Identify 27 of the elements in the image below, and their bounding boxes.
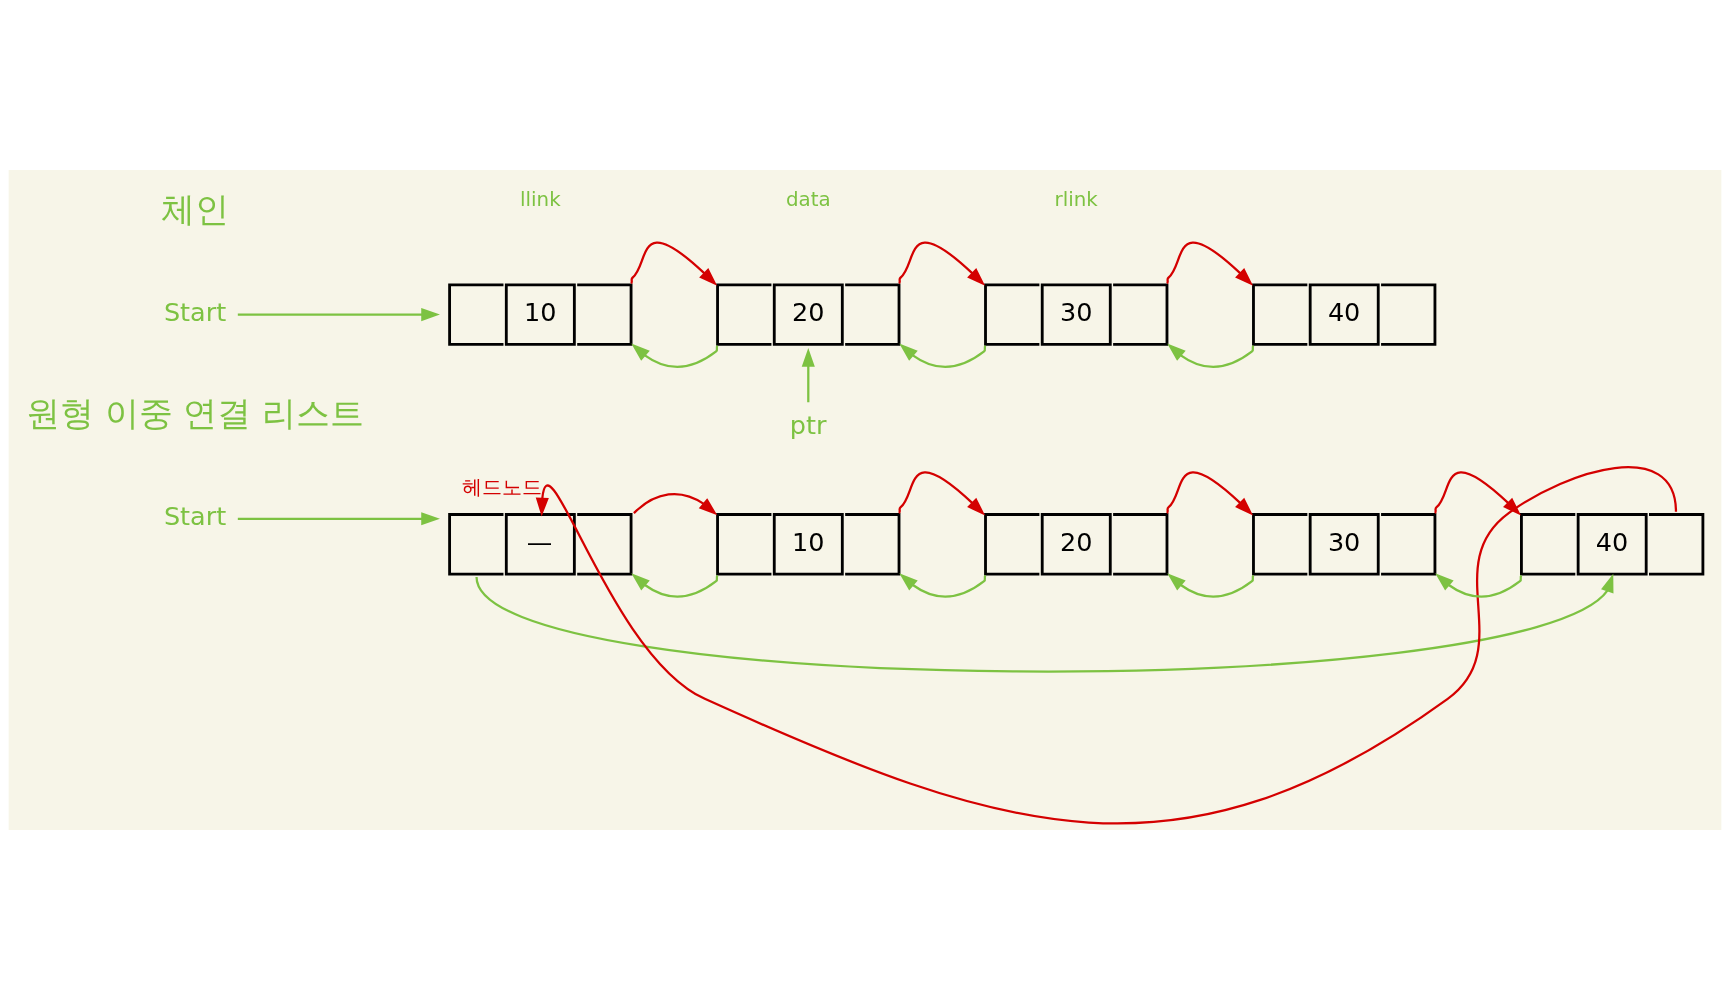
label: data [785,187,831,211]
arrow [629,241,718,286]
arrow [1165,470,1254,515]
arrow [631,572,719,598]
label: 체인 [161,188,230,229]
arrow [631,343,719,368]
arrow [1165,241,1254,286]
arrow [1435,572,1523,598]
arrow [897,470,986,515]
arrow [1167,343,1255,368]
label: rlink [1054,187,1098,211]
arrow [897,241,986,286]
label: 원형 이중 연결 리스트 [25,392,365,433]
node-text: Start [163,500,227,531]
node-label: 헤드노드 [462,475,543,499]
arrow [801,347,815,402]
arrow [633,492,718,515]
node-text: Start [163,296,227,327]
arrow [1167,572,1255,598]
arrow [237,511,440,525]
arrow [1433,470,1522,515]
node-text: ptr [789,409,827,440]
arrow [899,343,987,368]
arrow [899,572,987,598]
label: llink [520,187,561,211]
arrow [535,465,1678,824]
arrow [237,307,440,321]
